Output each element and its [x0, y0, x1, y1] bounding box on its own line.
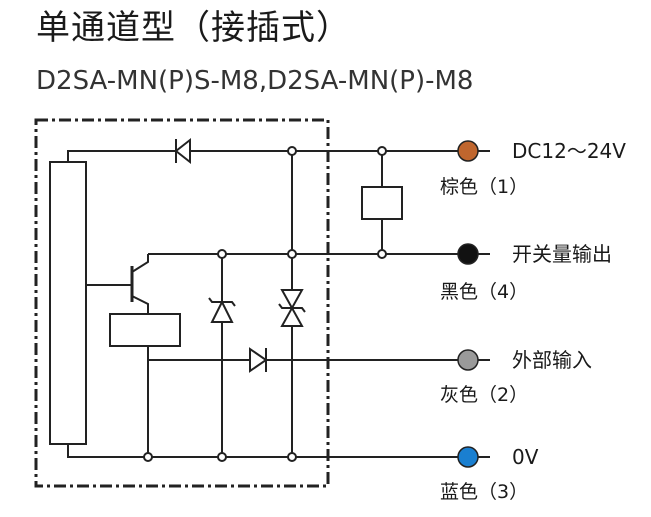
load-relay: [361, 186, 403, 220]
zener-diode: [208, 297, 236, 323]
signal-output-label: 开关量输出: [512, 242, 612, 266]
internal-block: [109, 313, 181, 347]
terminal-dot-3: [457, 446, 479, 468]
diagram-title: 单通道型（接插式）: [36, 8, 351, 48]
wire-blue-label: 蓝色（3）: [440, 481, 529, 503]
wire-gray-label: 灰色（2）: [440, 384, 529, 406]
terminal-dot-2: [457, 349, 479, 371]
wire-brown-label: 棕色（1）: [440, 176, 529, 198]
sensor-boundary: [34, 118, 330, 488]
terminal-dot-4: [457, 243, 479, 265]
signal-input-label: 外部输入: [512, 348, 592, 372]
main-circuit-block: [49, 161, 87, 445]
input-diode: [249, 347, 268, 373]
model-numbers: D2SA-MN(P)S-M8,D2SA-MN(P)-M8: [36, 66, 474, 96]
signal-dc-label: DC12～24V: [512, 139, 626, 163]
junction-dots: [143, 146, 387, 462]
tvs-diode: [278, 289, 306, 327]
wire-black-label: 黑色（4）: [440, 281, 529, 303]
signal-0v-label: 0V: [512, 445, 539, 469]
reverse-diode: [174, 137, 191, 165]
terminal-dot-1: [457, 140, 479, 162]
